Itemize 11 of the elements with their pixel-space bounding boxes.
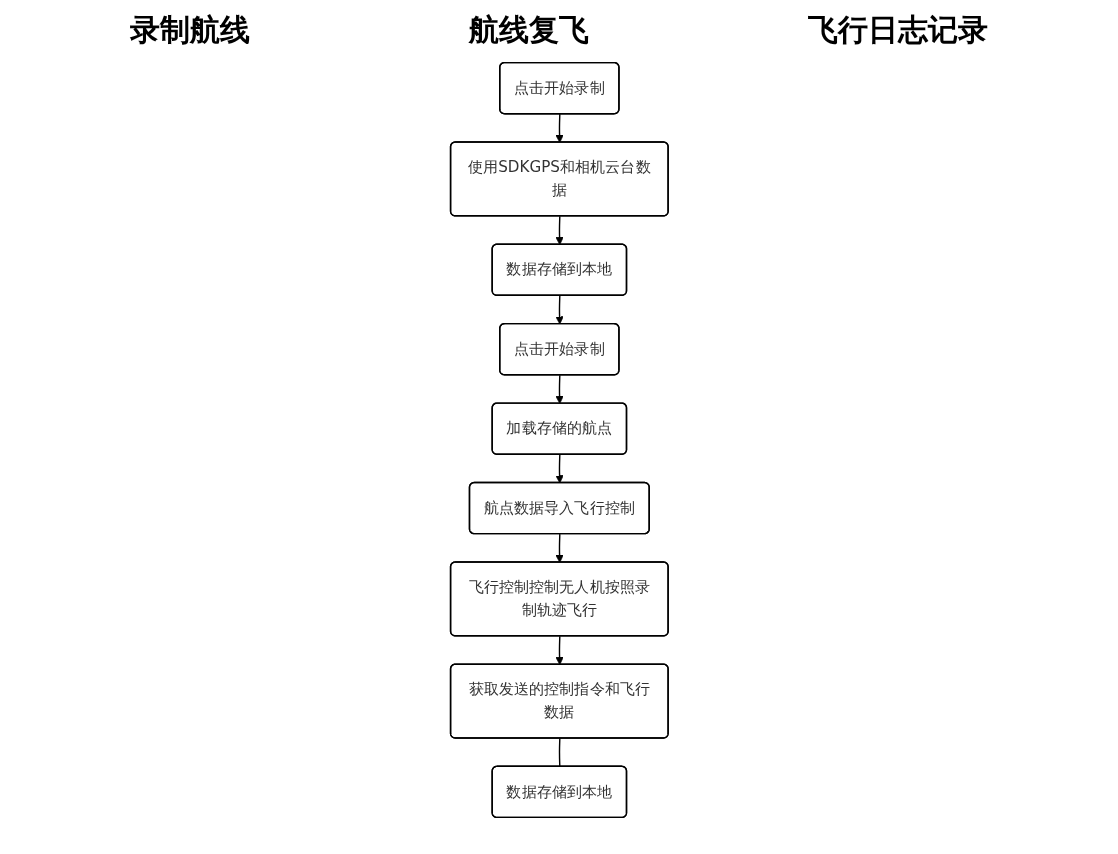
arrow [555, 453, 564, 484]
arrow [555, 533, 564, 563]
arrow [555, 295, 564, 325]
arrow [555, 374, 564, 404]
column-heading: 航线复飞 [469, 11, 589, 49]
column-heading: 飞行日志记录 [808, 11, 989, 49]
arrow [555, 215, 564, 246]
arrow [555, 113, 564, 143]
arrow [555, 635, 564, 666]
column-heading: 录制航线 [129, 11, 250, 49]
connector [558, 737, 561, 768]
